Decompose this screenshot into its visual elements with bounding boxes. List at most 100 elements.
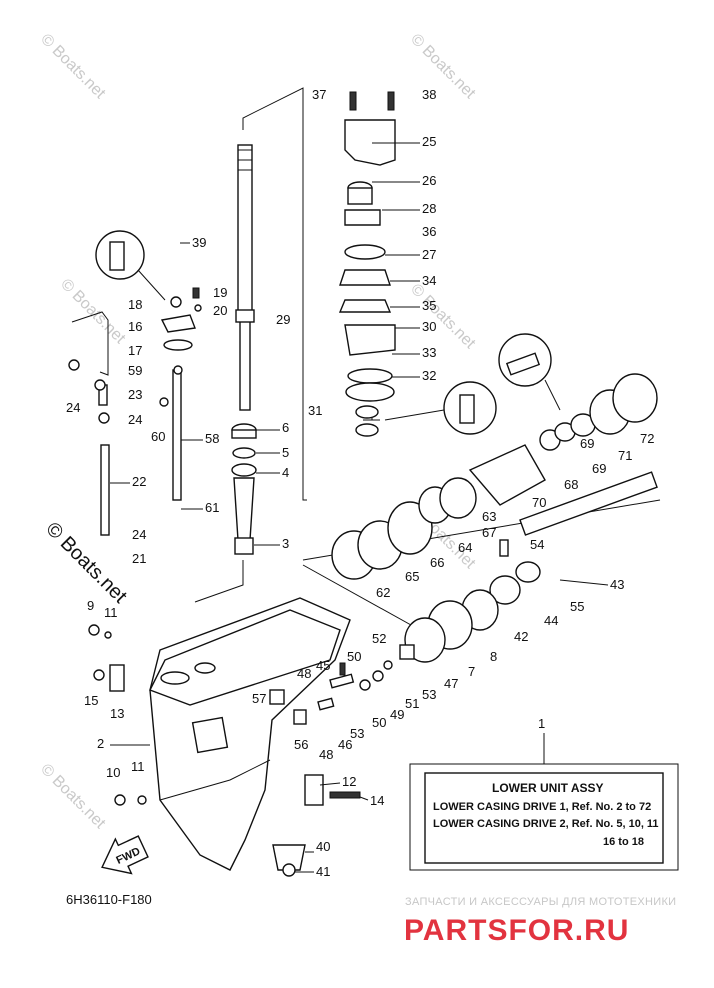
store-branding: ЗАПЧАСТИ И АКСЕССУАРЫ ДЛЯ МОТОТЕХНИКИ PA… (404, 896, 676, 947)
callout-2: 2 (97, 736, 104, 751)
callout-21: 21 (132, 551, 146, 566)
callout-69-a: 69 (580, 436, 594, 451)
lower-unit-legend: LOWER UNIT ASSY LOWER CASING DRIVE 1, Re… (409, 763, 679, 871)
watermark-1: © Boats.net (37, 31, 109, 103)
callout-46: 46 (338, 737, 352, 752)
callout-52: 52 (372, 631, 386, 646)
brand-subtitle: ЗАПЧАСТИ И АКСЕССУАРЫ ДЛЯ МОТОТЕХНИКИ (405, 896, 676, 908)
watermark-4: © Boats.net (407, 281, 479, 353)
callout-6: 6 (282, 420, 289, 435)
callout-14: 14 (370, 793, 384, 808)
callout-50-b: 50 (372, 715, 386, 730)
callout-53-b: 53 (350, 726, 364, 741)
callout-33: 33 (422, 345, 436, 360)
callout-62: 62 (376, 585, 390, 600)
callout-45: 45 (316, 658, 330, 673)
callout-42: 42 (514, 629, 528, 644)
callout-25: 25 (422, 134, 436, 149)
callout-3: 3 (282, 536, 289, 551)
callout-1: 1 (538, 716, 545, 731)
callout-67: 67 (482, 525, 496, 540)
callout-39: 39 (192, 235, 206, 250)
callout-7: 7 (468, 664, 475, 679)
callout-48-a: 48 (297, 666, 311, 681)
callout-69-b: 69 (592, 461, 606, 476)
callout-56: 56 (294, 737, 308, 752)
callout-26: 26 (422, 173, 436, 188)
callout-70: 70 (532, 495, 546, 510)
callout-28: 28 (422, 201, 436, 216)
callout-58: 58 (205, 431, 219, 446)
callout-8: 8 (490, 649, 497, 664)
callout-64: 64 (458, 540, 472, 555)
callout-65: 65 (405, 569, 419, 584)
callout-63: 63 (482, 509, 496, 524)
callout-11-bottom: 11 (131, 759, 145, 774)
callout-31: 31 (308, 403, 322, 418)
callout-29: 29 (276, 312, 290, 327)
lower-casing-part (149, 597, 351, 871)
fwd-arrow: FWD (101, 835, 149, 875)
callout-22: 22 (132, 474, 146, 489)
callout-27: 27 (422, 247, 436, 262)
watermark-3: © Boats.net (57, 276, 129, 348)
shift-rod-parts (68, 287, 202, 536)
callout-32: 32 (422, 368, 436, 383)
callout-54: 54 (530, 537, 544, 552)
callout-61: 61 (205, 500, 219, 515)
callout-12: 12 (342, 774, 356, 789)
callout-4: 4 (282, 465, 289, 480)
callout-19: 19 (213, 285, 227, 300)
callout-44: 44 (544, 613, 558, 628)
callout-35: 35 (422, 298, 436, 313)
callout-48-b: 48 (319, 747, 333, 762)
callout-59: 59 (128, 363, 142, 378)
callout-20: 20 (213, 303, 227, 318)
watermark-main: © Boats.net (41, 518, 131, 608)
callout-71: 71 (618, 448, 632, 463)
legend-line-1: LOWER CASING DRIVE 1, Ref. No. 2 to 72 (433, 801, 651, 813)
callout-40: 40 (316, 839, 330, 854)
callout-23: 23 (128, 387, 142, 402)
callout-13: 13 (110, 706, 124, 721)
leader-lines (110, 142, 609, 873)
propeller-shaft-parts (331, 373, 658, 663)
callout-30: 30 (422, 319, 436, 334)
callout-53-a: 53 (422, 687, 436, 702)
callout-labels: 1 2 3 4 5 6 7 8 9 10 11 11 12 13 14 15 1… (66, 87, 654, 879)
callout-60: 60 (151, 429, 165, 444)
diagram-id: 6H36110-F180 (66, 892, 152, 907)
callout-51: 51 (405, 696, 419, 711)
callout-36: 36 (422, 224, 436, 239)
callout-55: 55 (570, 599, 584, 614)
detail-bubbles (95, 230, 561, 435)
drive-shaft-part (235, 144, 255, 411)
callout-11-top: 11 (104, 605, 118, 620)
callout-18: 18 (128, 297, 142, 312)
callout-49: 49 (390, 707, 404, 722)
callout-34: 34 (422, 273, 436, 288)
callout-66: 66 (430, 555, 444, 570)
callout-37: 37 (312, 87, 326, 102)
callout-38: 38 (422, 87, 436, 102)
callout-24-a: 24 (66, 400, 80, 415)
callout-41: 41 (316, 864, 330, 879)
watermark-2: © Boats.net (407, 31, 479, 103)
callout-24-b: 24 (128, 412, 142, 427)
callout-16: 16 (128, 319, 142, 334)
callout-57: 57 (252, 691, 266, 706)
legend-line-3: 16 to 18 (603, 836, 644, 848)
callout-5: 5 (282, 445, 289, 460)
brand-name: PARTSFOR.RU (404, 914, 629, 947)
callout-68: 68 (564, 477, 578, 492)
callout-17: 17 (128, 343, 142, 358)
legend-title: LOWER UNIT ASSY (492, 781, 604, 795)
callout-15: 15 (84, 693, 98, 708)
callout-24-c: 24 (132, 527, 146, 542)
watermark-6: © Boats.net (37, 761, 109, 833)
water-pump-parts (338, 91, 396, 437)
callout-43: 43 (610, 577, 624, 592)
shift-small-parts (269, 660, 393, 725)
callout-50-a: 50 (347, 649, 361, 664)
